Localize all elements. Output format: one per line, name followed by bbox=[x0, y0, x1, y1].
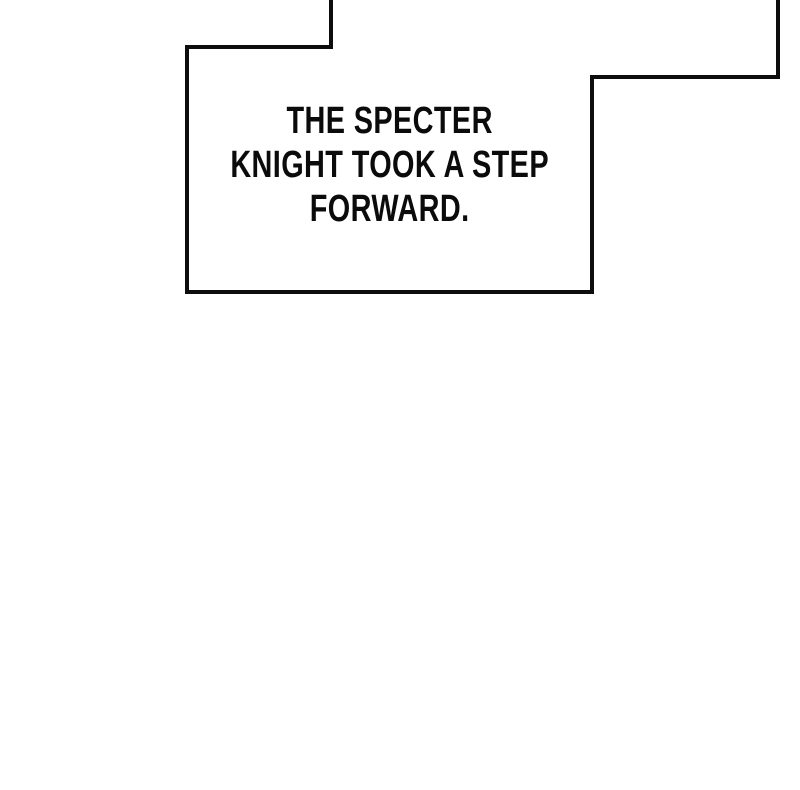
caption-line-3: FORWARD. bbox=[309, 187, 470, 230]
narration-box-outline bbox=[185, 0, 780, 294]
caption-line-1: THE SPECTER bbox=[286, 99, 493, 142]
narration-caption: THE SPECTER KNIGHT TOOK A STEP FORWARD. bbox=[187, 47, 592, 292]
narration-caption-text: THE SPECTER KNIGHT TOOK A STEP FORWARD. bbox=[230, 99, 549, 231]
caption-line-2: KNIGHT TOOK A STEP bbox=[230, 143, 549, 186]
